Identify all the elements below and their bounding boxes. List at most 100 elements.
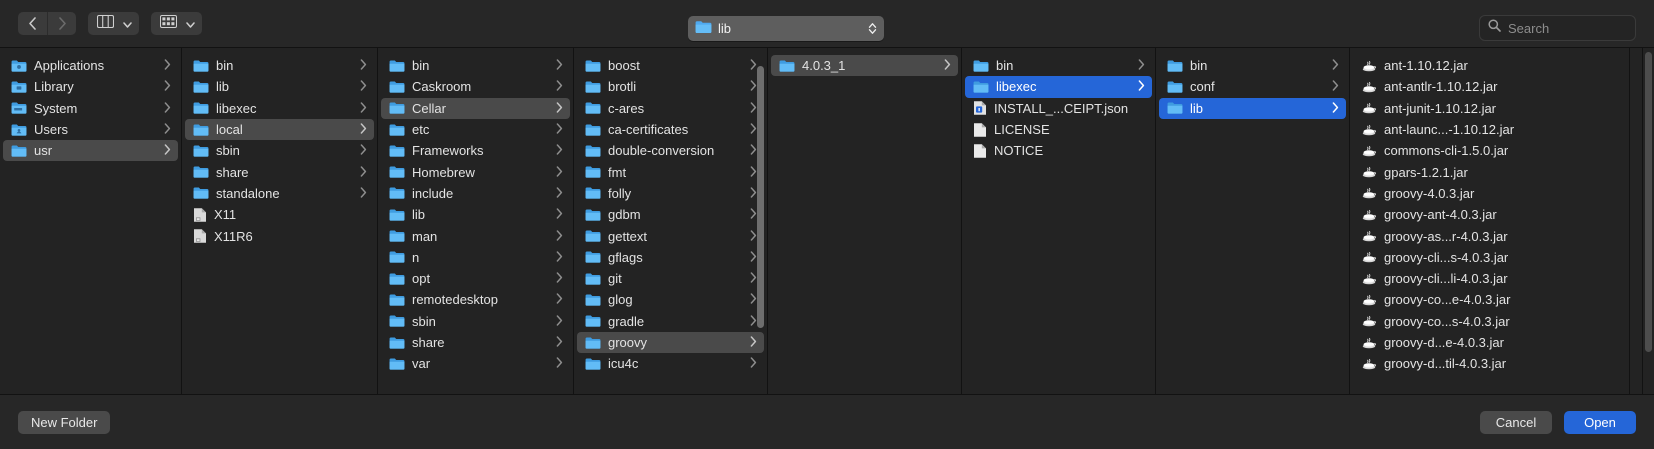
column-item[interactable]: lib <box>1159 97 1346 119</box>
column-item[interactable]: standalone <box>185 183 374 204</box>
column-item-label: usr <box>34 143 53 159</box>
column-item[interactable]: man <box>381 225 570 246</box>
column-item[interactable]: include <box>381 183 570 204</box>
scrollbar-thumb[interactable] <box>757 66 764 328</box>
column-item[interactable]: groovy-ant-4.0.3.jar <box>1353 204 1626 225</box>
column-item[interactable]: gpars-1.2.1.jar <box>1353 161 1626 182</box>
column-item-label: ant-1.10.12.jar <box>1384 58 1468 74</box>
jar-file-icon <box>1361 80 1377 94</box>
column-item[interactable]: lib <box>381 204 570 225</box>
column-item[interactable]: ca-certificates <box>577 119 764 140</box>
column-item[interactable]: ant-junit-1.10.12.jar <box>1353 98 1626 119</box>
column-item[interactable]: Frameworks <box>381 140 570 161</box>
column-item[interactable]: lib <box>185 76 374 97</box>
browser-vertical-scrollbar[interactable] <box>1642 48 1654 394</box>
group-by-button[interactable] <box>151 12 202 35</box>
column-item[interactable]: NOTICE <box>965 140 1152 161</box>
column-item[interactable]: groovy-co...s-4.0.3.jar <box>1353 311 1626 332</box>
search-field[interactable] <box>1479 15 1654 41</box>
chevron-right-icon <box>750 271 757 286</box>
column-item[interactable]: brotli <box>577 76 764 97</box>
column-item[interactable]: gdbm <box>577 204 764 225</box>
folder-apps-icon <box>11 59 27 73</box>
column-item[interactable]: gradle <box>577 311 764 332</box>
column-item[interactable]: folly <box>577 183 764 204</box>
column-item[interactable]: n <box>381 247 570 268</box>
column-item[interactable]: bin <box>965 55 1152 76</box>
column-item[interactable]: share <box>381 332 570 353</box>
new-folder-button[interactable]: New Folder <box>18 410 111 434</box>
search-input[interactable] <box>1508 20 1654 36</box>
column-item[interactable]: groovy-co...e-4.0.3.jar <box>1353 289 1626 310</box>
column-item[interactable]: X11 <box>185 204 374 225</box>
column-item[interactable]: gettext <box>577 225 764 246</box>
column-item[interactable]: commons-cli-1.5.0.jar <box>1353 140 1626 161</box>
chevron-right-icon <box>556 314 563 329</box>
column-item[interactable]: share <box>185 161 374 182</box>
column-item[interactable]: groovy-d...e-4.0.3.jar <box>1353 332 1626 353</box>
column-item[interactable]: sbin <box>381 311 570 332</box>
cancel-button[interactable]: Cancel <box>1480 410 1552 434</box>
scrollbar-thumb[interactable] <box>1645 52 1652 352</box>
column-item[interactable]: Applications <box>3 55 178 76</box>
column-item[interactable]: bin <box>381 55 570 76</box>
column-item[interactable]: Homebrew <box>381 161 570 182</box>
column-item[interactable]: X11R6 <box>185 225 374 246</box>
column-item[interactable]: ant-antlr-1.10.12.jar <box>1353 76 1626 97</box>
column-item[interactable]: icu4c <box>577 353 764 374</box>
column-item[interactable]: INSTALL_...CEIPT.json <box>965 98 1152 119</box>
column-item[interactable]: glog <box>577 289 764 310</box>
column-item-label: Caskroom <box>412 79 472 95</box>
column-item[interactable]: Library <box>3 76 178 97</box>
column-item[interactable]: bin <box>1159 55 1346 76</box>
column-groovy[interactable]: 4.0.3_1 <box>768 48 962 394</box>
column-item[interactable]: opt <box>381 268 570 289</box>
column-item[interactable]: local <box>185 118 374 141</box>
column-item[interactable]: libexec <box>185 98 374 119</box>
column-item[interactable]: etc <box>381 119 570 140</box>
column-item[interactable]: Users <box>3 119 178 140</box>
column-item[interactable]: bin <box>185 55 374 76</box>
forward-button[interactable] <box>47 12 76 35</box>
column-item[interactable]: c-ares <box>577 98 764 119</box>
column-item[interactable]: ant-launc...-1.10.12.jar <box>1353 119 1626 140</box>
back-button[interactable] <box>18 12 47 35</box>
current-folder-popup-button[interactable]: lib <box>688 16 884 41</box>
column-item[interactable]: conf <box>1159 76 1346 97</box>
column-item[interactable]: fmt <box>577 161 764 182</box>
column-scrollbar[interactable] <box>756 54 765 388</box>
column-item[interactable]: LICENSE <box>965 119 1152 140</box>
column-item[interactable]: groovy-cli...s-4.0.3.jar <box>1353 247 1626 268</box>
column-item[interactable]: System <box>3 98 178 119</box>
column-item[interactable]: 4.0.3_1 <box>771 55 958 77</box>
column-item[interactable]: groovy-as...r-4.0.3.jar <box>1353 225 1626 246</box>
column-item[interactable]: remotedesktop <box>381 289 570 310</box>
column-item[interactable]: var <box>381 353 570 374</box>
column-item[interactable]: groovy-4.0.3.jar <box>1353 183 1626 204</box>
column-item[interactable]: ant-1.10.12.jar <box>1353 55 1626 76</box>
column-item[interactable]: sbin <box>185 140 374 161</box>
column-item[interactable]: git <box>577 268 764 289</box>
column-item[interactable]: usr <box>3 140 178 162</box>
current-folder-label: lib <box>718 21 732 36</box>
column-item[interactable]: groovy-d...til-4.0.3.jar <box>1353 353 1626 374</box>
column-item[interactable]: groovy <box>577 331 764 354</box>
open-button[interactable]: Open <box>1564 410 1636 434</box>
column-item[interactable]: gflags <box>577 247 764 268</box>
view-mode-button[interactable] <box>88 12 139 35</box>
column-item[interactable]: Caskroom <box>381 76 570 97</box>
column-item[interactable]: libexec <box>965 76 1152 98</box>
column-item-label: System <box>34 100 78 116</box>
column-item[interactable]: Cellar <box>381 97 570 119</box>
column-item[interactable]: double-conversion <box>577 140 764 161</box>
column-item[interactable]: groovy-cli...li-4.0.3.jar <box>1353 268 1626 289</box>
column-item[interactable]: boost <box>577 55 764 76</box>
